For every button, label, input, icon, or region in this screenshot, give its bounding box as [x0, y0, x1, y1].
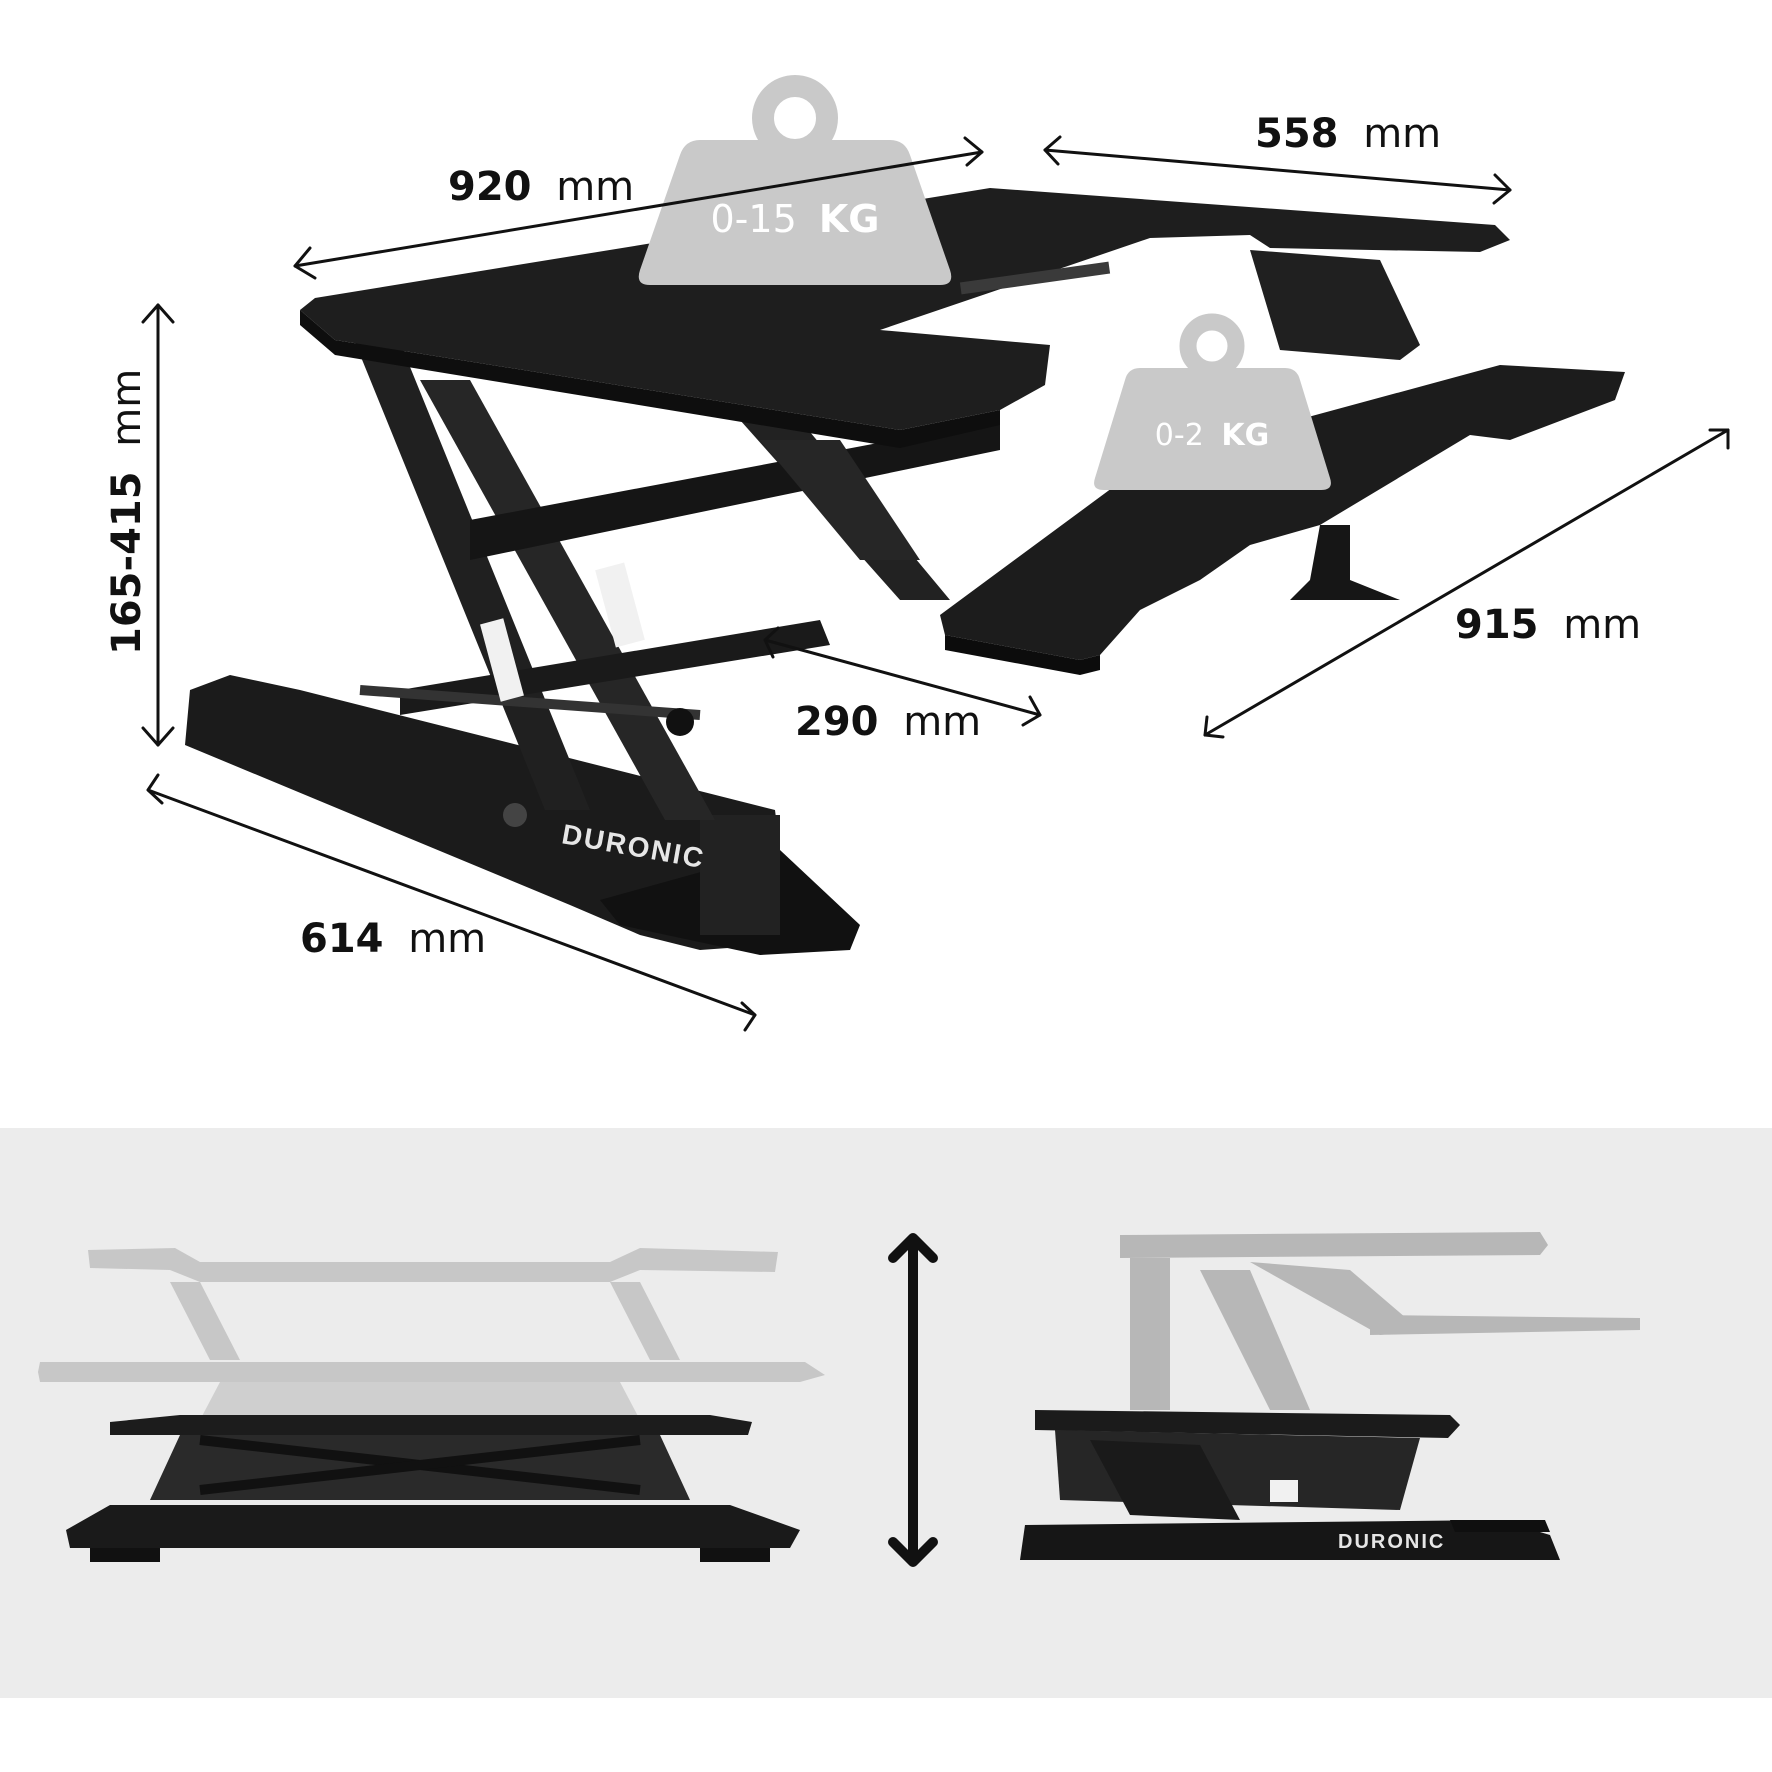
arrow-depth-right: [1043, 148, 1512, 192]
weight-icon-ring: [1179, 313, 1245, 379]
keyboard-width-unit: mm: [1563, 602, 1641, 648]
weight-icon: [1094, 368, 1331, 490]
top-work-surface: [300, 188, 1510, 430]
top-capacity-value: 0-15: [711, 197, 797, 241]
desk-converter-main-view: DURONIC: [185, 188, 1625, 955]
arrow-head: [1203, 715, 1225, 739]
label-keyboard-depth: 290 mm: [795, 699, 981, 745]
ghost-side-high: [1120, 1232, 1640, 1410]
arrow-keyboard-depth: [763, 638, 1042, 717]
arrow-head: [1021, 695, 1042, 727]
arrow-head: [1492, 173, 1512, 205]
keyboard-depth-value: 290: [795, 699, 879, 745]
keyboard-bracket-left: [760, 440, 920, 560]
base-foot: [185, 675, 780, 950]
arrow-base-length: [146, 788, 757, 1017]
keyboard-bracket: [1250, 250, 1420, 360]
brand-logo-side: DURONIC: [1338, 1531, 1445, 1553]
keyboard-tray: [940, 365, 1625, 660]
depth-right-value: 558: [1255, 111, 1339, 157]
dimension-arrows: [141, 135, 1730, 1032]
cross-bar: [470, 420, 1000, 560]
arrow-head: [963, 136, 984, 167]
base-length-value: 614: [300, 916, 384, 962]
width-top-unit: mm: [556, 164, 634, 210]
warning-label-right: [595, 562, 645, 648]
base-end-block: [700, 815, 780, 935]
lowest-position: [66, 1415, 800, 1562]
side-view: DURONIC: [1020, 1232, 1640, 1560]
gas-spring: [359, 685, 701, 720]
width-top-value: 920: [448, 164, 532, 210]
label-keyboard-width: 915 mm: [1455, 602, 1641, 648]
front-view: [38, 1248, 825, 1562]
label-depth-right: 558 mm: [1255, 111, 1441, 157]
label-base-length: 614 mm: [300, 916, 486, 962]
weight-icon-large: 0-15 KG: [638, 75, 952, 285]
warning-label-left: [480, 618, 524, 702]
arrow-head: [1708, 428, 1730, 450]
label-width-top: 920 mm: [448, 164, 634, 210]
arrow-head: [763, 626, 780, 659]
keyboard-depth-unit: mm: [903, 699, 981, 745]
double-arrow-vertical-icon: [888, 1233, 938, 1567]
keyboard-tray-edge: [945, 635, 1100, 675]
lowest-side: DURONIC: [1020, 1410, 1560, 1560]
arrow-head: [740, 1001, 757, 1032]
height-range-unit: mm: [104, 369, 150, 447]
arrow-head: [141, 726, 175, 747]
keyboard-capacity-unit: KG: [1221, 418, 1269, 453]
pivot-knob: [666, 708, 694, 736]
tablet-slot: [959, 261, 1111, 295]
top-capacity-label: 0-15 KG: [711, 197, 880, 241]
arrow-head: [293, 246, 317, 280]
base-knob: [503, 803, 527, 827]
weight-icon: [638, 140, 952, 285]
weight-icon-small: 0-2 KG: [1094, 313, 1331, 490]
top-capacity-unit: KG: [819, 197, 880, 241]
label-height: 165-415 mm: [104, 369, 150, 655]
top-surface-edge: [300, 310, 1000, 448]
height-range-value: 165-415: [104, 471, 150, 655]
base-length-unit: mm: [408, 916, 486, 962]
keyboard-capacity-value: 0-2: [1155, 418, 1204, 453]
ghost-position-high: [38, 1248, 825, 1420]
keyboard-width-value: 915: [1455, 602, 1539, 648]
arrow-head: [1043, 135, 1062, 166]
keyboard-tray-support: [1290, 525, 1400, 600]
arrow-width-top: [293, 150, 984, 268]
arrow-keyboard-width: [1203, 428, 1730, 737]
arrow-head: [141, 303, 175, 324]
arrow-head: [146, 773, 164, 805]
keyboard-capacity-label: 0-2 KG: [1155, 418, 1269, 453]
depth-right-unit: mm: [1363, 111, 1441, 157]
